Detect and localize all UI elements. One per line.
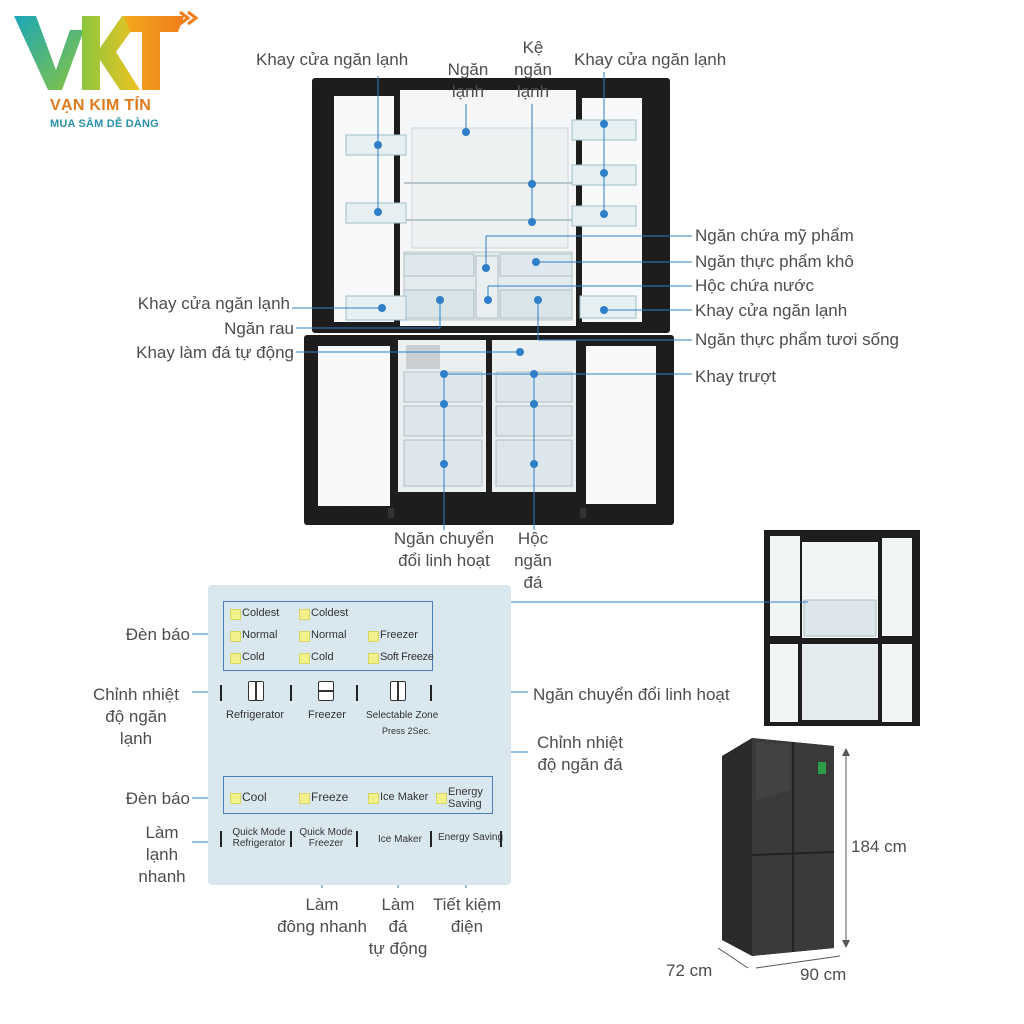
panel-col3-0: Freezer — [380, 629, 418, 641]
divider — [356, 685, 358, 701]
press-note: Press 2Sec. — [382, 726, 431, 736]
label-door-tray-mid-right: Khay cửa ngăn lạnh — [695, 301, 848, 320]
led-icon — [368, 653, 379, 664]
divider — [430, 831, 432, 847]
control-panel: Coldest Normal Cold Coldest Normal Cold … — [208, 585, 511, 885]
label-dry-food-compartment: Ngăn thực phẩm khô — [695, 252, 854, 271]
led-icon — [436, 793, 447, 804]
refrigerator-button[interactable]: Refrigerator — [226, 709, 285, 721]
divider — [430, 685, 432, 701]
label-auto-ice-tray: Khay làm đá tự động — [136, 343, 294, 362]
quick-mode-freezer-button[interactable]: Quick Mode Freezer — [299, 827, 353, 849]
panel-col3-1: Soft Freeze — [380, 651, 434, 663]
panel-col1-2: Cold — [242, 651, 265, 663]
brand-name: VẠN KIM TÍN — [50, 97, 152, 114]
panel-col1-1: Normal — [242, 629, 278, 641]
led-icon — [299, 653, 310, 664]
label-vegetable-drawer: Ngăn rau — [224, 319, 294, 338]
dimension-width: 90 cm — [800, 965, 847, 984]
label-door-tray-top-left: Khay cửa ngăn lạnh — [256, 50, 409, 69]
led-icon — [299, 609, 310, 620]
logo-mark-icon — [14, 10, 199, 90]
func-led-energy-saving: Energy Saving — [448, 786, 483, 810]
divider — [356, 831, 358, 847]
brand-tagline: MUA SẮM DỄ DÀNG — [50, 118, 159, 130]
label-sliding-tray: Khay trượt — [695, 367, 777, 386]
divider — [500, 831, 502, 847]
func-led-cool: Cool — [242, 790, 267, 804]
divider — [220, 831, 222, 847]
panel-col2-1: Normal — [311, 629, 347, 641]
led-icon — [230, 631, 241, 642]
quick-mode-refrigerator-button[interactable]: Quick Mode Refrigerator — [232, 827, 286, 849]
indicator-box-top — [223, 601, 433, 671]
label-indicator-top: Đèn báo — [125, 625, 190, 644]
label-door-tray-mid-left: Khay cửa ngăn lạnh — [137, 294, 290, 313]
label-water-box: Hộc chứa nước — [695, 276, 814, 295]
selectable-zone-button[interactable]: Selectable Zone — [366, 710, 439, 721]
label-convertible-zone: Ngăn chuyển đổi linh hoạt — [533, 685, 730, 704]
brand-logo — [12, 8, 202, 138]
led-icon — [230, 609, 241, 620]
panel-col2-2: Cold — [311, 651, 334, 663]
label-fresh-food-compartment: Ngăn thực phẩm tươi sống — [695, 330, 900, 349]
divider — [290, 831, 292, 847]
panel-col1-0: Coldest — [242, 607, 280, 619]
led-icon — [230, 653, 241, 664]
freezer-button[interactable]: Freezer — [308, 709, 346, 721]
led-icon — [368, 793, 379, 804]
refrigerator-button-icon[interactable] — [248, 681, 264, 701]
energy-saving-button[interactable]: Energy Saving — [438, 832, 504, 843]
label-door-tray-top-right: Khay cửa ngăn lạnh — [574, 50, 727, 69]
freezer-button-icon[interactable] — [318, 681, 334, 701]
ice-maker-button[interactable]: Ice Maker — [378, 834, 422, 845]
dimension-depth: 72 cm — [666, 961, 713, 980]
label-cosmetics-compartment: Ngăn chứa mỹ phẩm — [695, 226, 854, 245]
indicator-box-bottom — [223, 776, 493, 814]
selectable-zone-button-icon[interactable] — [390, 681, 406, 701]
divider — [220, 685, 222, 701]
dimension-height: 184 cm — [851, 837, 907, 856]
label-indicator-bottom: Đèn báo — [125, 789, 190, 808]
led-icon — [299, 631, 310, 642]
led-icon — [299, 793, 310, 804]
func-led-freeze: Freeze — [311, 790, 349, 804]
led-icon — [230, 793, 241, 804]
func-led-ice-maker: Ice Maker — [380, 791, 429, 803]
divider — [290, 685, 292, 701]
panel-col2-0: Coldest — [311, 607, 349, 619]
led-icon — [368, 631, 379, 642]
